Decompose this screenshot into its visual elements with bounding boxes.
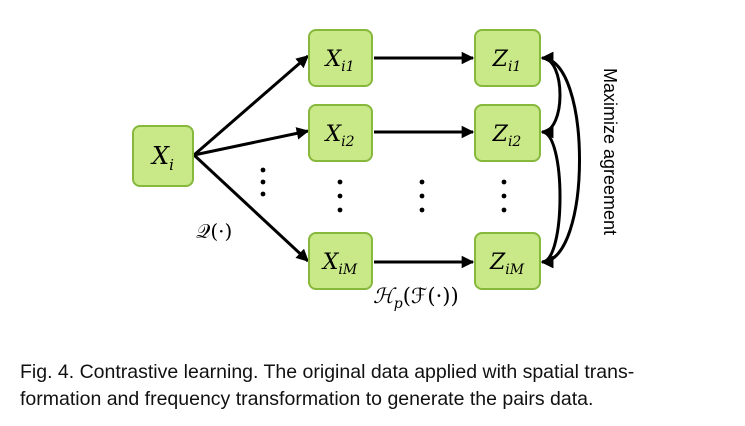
arrow-xi-to-xim	[192, 153, 310, 263]
ellipsis-x-column	[337, 179, 343, 213]
svg-text:Xi: Xi	[150, 142, 174, 174]
node-x-i: Xi	[132, 125, 194, 187]
arrow-xi-to-xi1	[193, 54, 309, 157]
ellipsis-z-column	[501, 179, 507, 213]
agreement-curve-z2-zm	[540, 125, 562, 269]
node-x-i2: Xi2	[308, 104, 373, 162]
agreement-curve-z1-zm	[540, 51, 581, 269]
caption-line-1: Fig. 4. Contrastive learning. The origin…	[20, 361, 635, 383]
node-x-im: XiM	[308, 232, 373, 290]
frequency-transform-label: ℋp(ℱ(·))	[373, 284, 459, 312]
svg-text:ZiM: ZiM	[489, 250, 525, 278]
node-z-i1: Zi1	[474, 29, 541, 87]
node-x-i1: Xi1	[308, 29, 373, 87]
maximize-agreement-label: Maximize agreement	[600, 68, 620, 235]
agreement-curve-z1-z2	[540, 51, 562, 139]
svg-text:Xi2: Xi2	[323, 122, 354, 150]
figure-caption: Fig. 4. Contrastive learning. The origin…	[20, 359, 735, 413]
spatial-transform-label: 𝒬(·)	[196, 219, 232, 243]
ellipsis-arrow-column	[419, 179, 425, 213]
node-z-i2: Zi2	[474, 104, 541, 162]
svg-text:Xi1: Xi1	[323, 47, 354, 75]
ellipsis-branch	[260, 167, 266, 197]
node-z-im: ZiM	[474, 232, 541, 290]
svg-text:Zi2: Zi2	[492, 122, 522, 150]
arrow-xi-to-xi2	[193, 127, 310, 157]
caption-line-2: formation and frequency transformation t…	[20, 388, 594, 410]
svg-text:XiM: XiM	[321, 250, 358, 278]
svg-text:Zi1: Zi1	[492, 47, 522, 75]
